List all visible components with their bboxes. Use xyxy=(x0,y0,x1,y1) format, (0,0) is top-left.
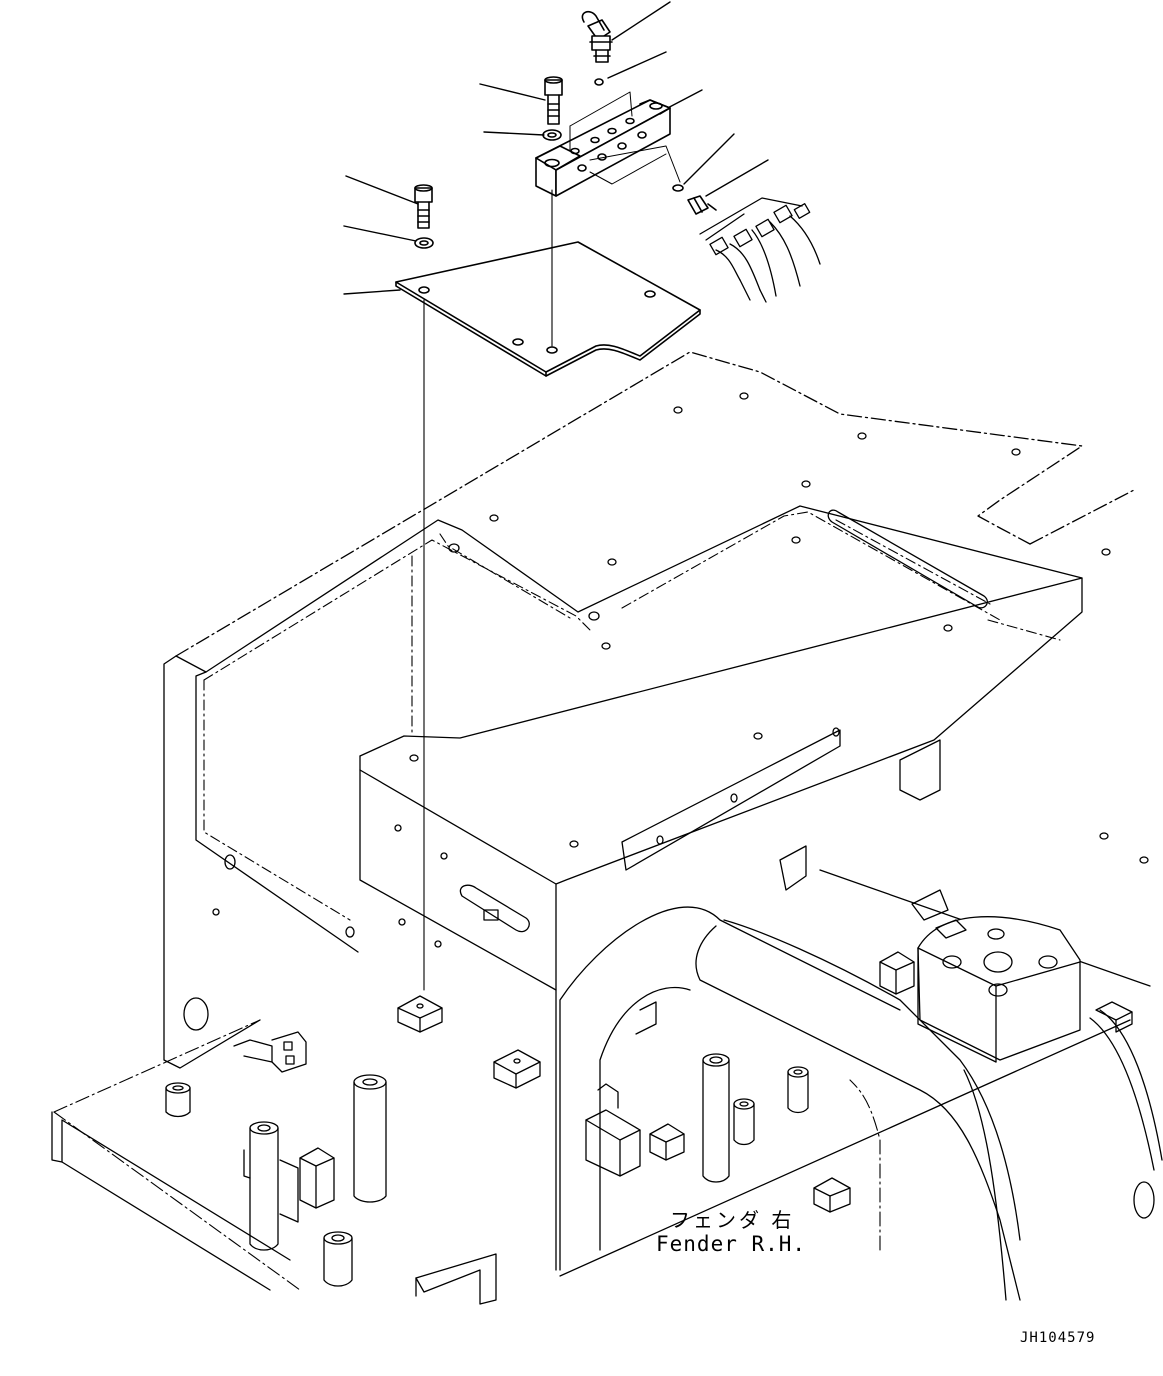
leader-connector-fitting xyxy=(612,2,670,40)
cube-10 xyxy=(636,1002,656,1034)
fender-frame-icon xyxy=(52,352,1162,1304)
leader-block-washer xyxy=(484,132,544,135)
cube-8 xyxy=(586,1110,640,1176)
cube-9 xyxy=(598,1084,618,1108)
connector-clip-icon xyxy=(234,1032,306,1072)
drawing-code: JH104579 xyxy=(1020,1330,1096,1346)
leader-o-ring-side xyxy=(684,134,734,184)
cube-2 xyxy=(494,1050,540,1088)
callout-leaders xyxy=(344,2,768,294)
leader-plate-bolt xyxy=(346,176,418,204)
o-ring-side-icon xyxy=(673,185,683,191)
post-6 xyxy=(734,1099,754,1145)
post-5 xyxy=(703,1054,729,1182)
connector-fitting-icon xyxy=(582,12,612,85)
post-7 xyxy=(788,1067,808,1113)
assembly-lines xyxy=(424,190,552,990)
cube-6 xyxy=(300,1148,334,1208)
elbow-fitting-icon xyxy=(688,196,716,214)
block-washer-icon xyxy=(543,130,561,140)
block-bolt-icon xyxy=(543,77,562,140)
leader-o-ring-top xyxy=(608,52,666,78)
cover-plate-icon xyxy=(396,242,700,376)
leader-cover-plate xyxy=(344,290,400,294)
leader-block-bolt xyxy=(480,84,545,100)
cube-1 xyxy=(398,996,442,1032)
plate-washer-icon xyxy=(415,238,433,248)
post-1 xyxy=(354,1075,386,1202)
leader-elbow-fitting xyxy=(706,160,768,196)
cube-3 xyxy=(880,952,914,994)
post-3 xyxy=(166,1083,190,1117)
post-4 xyxy=(324,1232,352,1286)
cube-4 xyxy=(650,1124,684,1160)
plate-bolt-icon xyxy=(415,185,433,248)
post-2 xyxy=(244,1122,298,1250)
floor-fittings-icon xyxy=(166,952,1132,1286)
manifold-block-icon xyxy=(536,92,683,196)
leader-plate-washer xyxy=(344,226,416,241)
cube-7 xyxy=(1096,1002,1132,1032)
hose-assembly-icon xyxy=(700,198,820,302)
fender-label-english: Fender R.H. xyxy=(656,1232,807,1256)
cube-5 xyxy=(814,1178,850,1212)
fender-label-japanese: フェンダ 右 xyxy=(670,1208,795,1232)
o-ring-top-icon xyxy=(595,79,603,85)
